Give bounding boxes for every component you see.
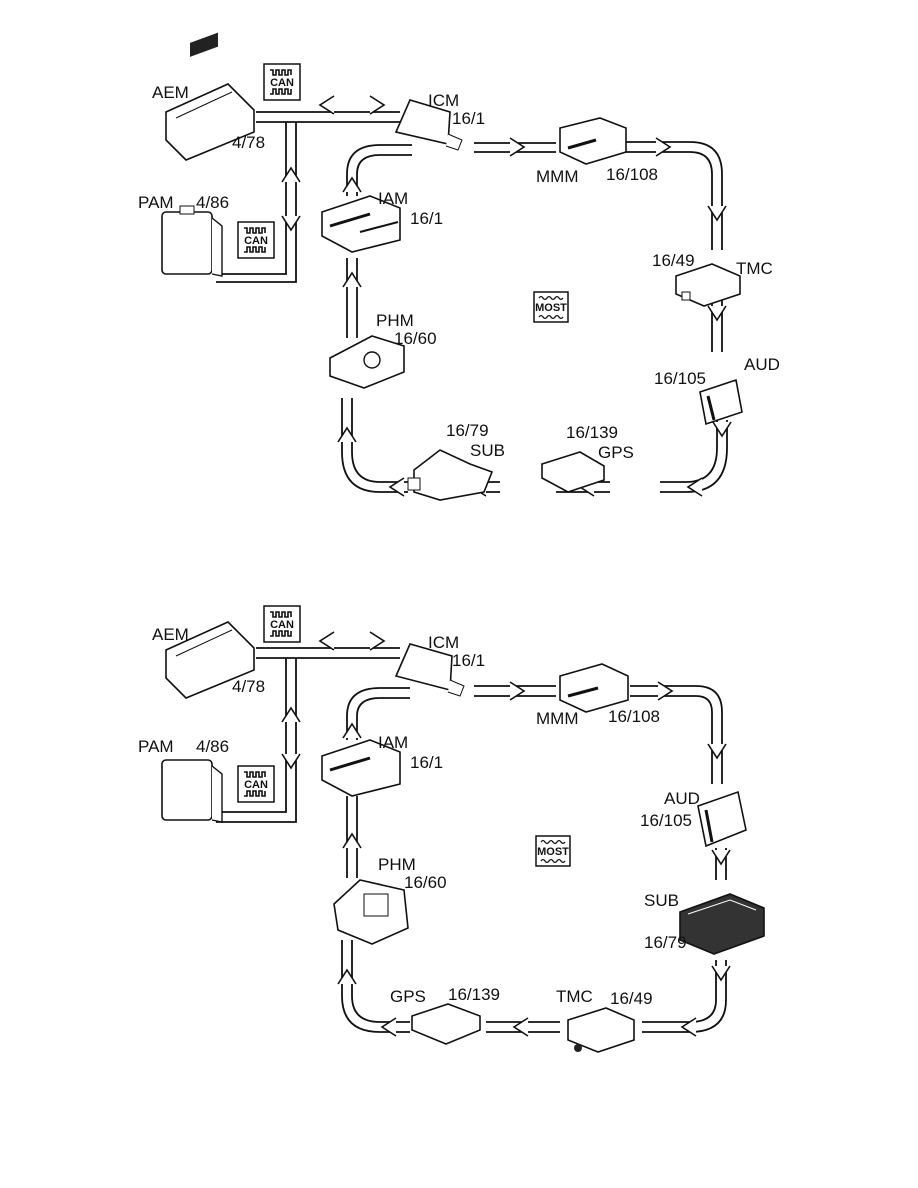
label-aem-num: 4/78 bbox=[232, 677, 265, 696]
diagram-1: CAN CAN MOST AEM 4/78 PAM 4/86 ICM 16/1 … bbox=[138, 32, 780, 501]
icm-module-icon bbox=[394, 643, 465, 697]
iam-module-icon bbox=[321, 739, 401, 797]
pam-module-icon bbox=[161, 759, 223, 823]
label-mmm-num: 16/108 bbox=[606, 165, 658, 184]
aud-module-icon bbox=[699, 378, 743, 426]
aem-module-icon bbox=[165, 621, 255, 699]
tmc-module-icon bbox=[675, 263, 741, 307]
phm-module-icon bbox=[333, 879, 409, 945]
pam-module-icon bbox=[161, 205, 223, 277]
icm-module-icon bbox=[394, 99, 463, 151]
most-badge-label: MOST bbox=[537, 846, 569, 858]
label-tmc: TMC bbox=[556, 987, 593, 1006]
can-bus-2 bbox=[216, 647, 400, 823]
aem-module-icon bbox=[165, 32, 255, 161]
label-gps: GPS bbox=[390, 987, 426, 1006]
gps-module-icon bbox=[411, 1003, 481, 1045]
can-badge-bottom-label: CAN bbox=[244, 235, 268, 247]
label-icm-num: 16/1 bbox=[452, 651, 485, 670]
label-aud: AUD bbox=[664, 789, 700, 808]
label-iam: IAM bbox=[378, 189, 408, 208]
label-phm-num: 16/60 bbox=[394, 329, 437, 348]
label-icm: ICM bbox=[428, 633, 459, 652]
label-pam-num: 4/86 bbox=[196, 737, 229, 756]
phm-module-icon bbox=[329, 335, 405, 389]
can-badge-top-label: CAN bbox=[270, 619, 294, 631]
label-aud-num: 16/105 bbox=[654, 369, 706, 388]
label-aud-num: 16/105 bbox=[640, 811, 692, 830]
label-mmm-num: 16/108 bbox=[608, 707, 660, 726]
label-aud: AUD bbox=[744, 355, 780, 374]
label-tmc-num: 16/49 bbox=[652, 251, 695, 270]
label-sub-num: 16/79 bbox=[446, 421, 489, 440]
can-badge-bottom-label: CAN bbox=[244, 779, 268, 791]
label-mmm: MMM bbox=[536, 709, 578, 728]
iam-module-icon bbox=[321, 195, 401, 253]
tmc-module-icon bbox=[567, 1007, 635, 1053]
mmm-module-icon bbox=[559, 117, 627, 165]
label-phm: PHM bbox=[378, 855, 416, 874]
label-tmc: TMC bbox=[736, 259, 773, 278]
label-gps-num: 16/139 bbox=[566, 423, 618, 442]
label-tmc-num: 16/49 bbox=[610, 989, 653, 1008]
label-aem-num: 4/78 bbox=[232, 133, 265, 152]
sub-module-icon bbox=[407, 449, 494, 501]
aud-module-icon bbox=[697, 790, 747, 848]
label-iam: IAM bbox=[378, 733, 408, 752]
label-gps-num: 16/139 bbox=[448, 985, 500, 1004]
label-pam-num: 4/86 bbox=[196, 193, 229, 212]
label-sub: SUB bbox=[470, 441, 505, 460]
label-phm: PHM bbox=[376, 311, 414, 330]
mmm-module-icon bbox=[559, 663, 629, 713]
label-pam: PAM bbox=[138, 737, 174, 756]
label-iam-num: 16/1 bbox=[410, 753, 443, 772]
most-badge-label: MOST bbox=[535, 302, 567, 314]
label-mmm: MMM bbox=[536, 167, 578, 186]
most-ring-2 bbox=[341, 685, 727, 1033]
label-sub: SUB bbox=[644, 891, 679, 910]
label-aem: AEM bbox=[152, 625, 189, 644]
label-icm: ICM bbox=[428, 91, 459, 110]
label-phm-num: 16/60 bbox=[404, 873, 447, 892]
gps-module-icon bbox=[541, 451, 605, 493]
label-gps: GPS bbox=[598, 443, 634, 462]
label-icm-num: 16/1 bbox=[452, 109, 485, 128]
label-sub-num: 16/79 bbox=[644, 933, 687, 952]
can-badge-top-label: CAN bbox=[270, 77, 294, 89]
diagram-2: CAN CAN MOST AEM 4/78 PAM 4/86 ICM 16/1 … bbox=[138, 605, 765, 1053]
label-aem: AEM bbox=[152, 83, 189, 102]
sub-module-icon bbox=[679, 893, 765, 955]
label-iam-num: 16/1 bbox=[410, 209, 443, 228]
label-pam: PAM bbox=[138, 193, 174, 212]
